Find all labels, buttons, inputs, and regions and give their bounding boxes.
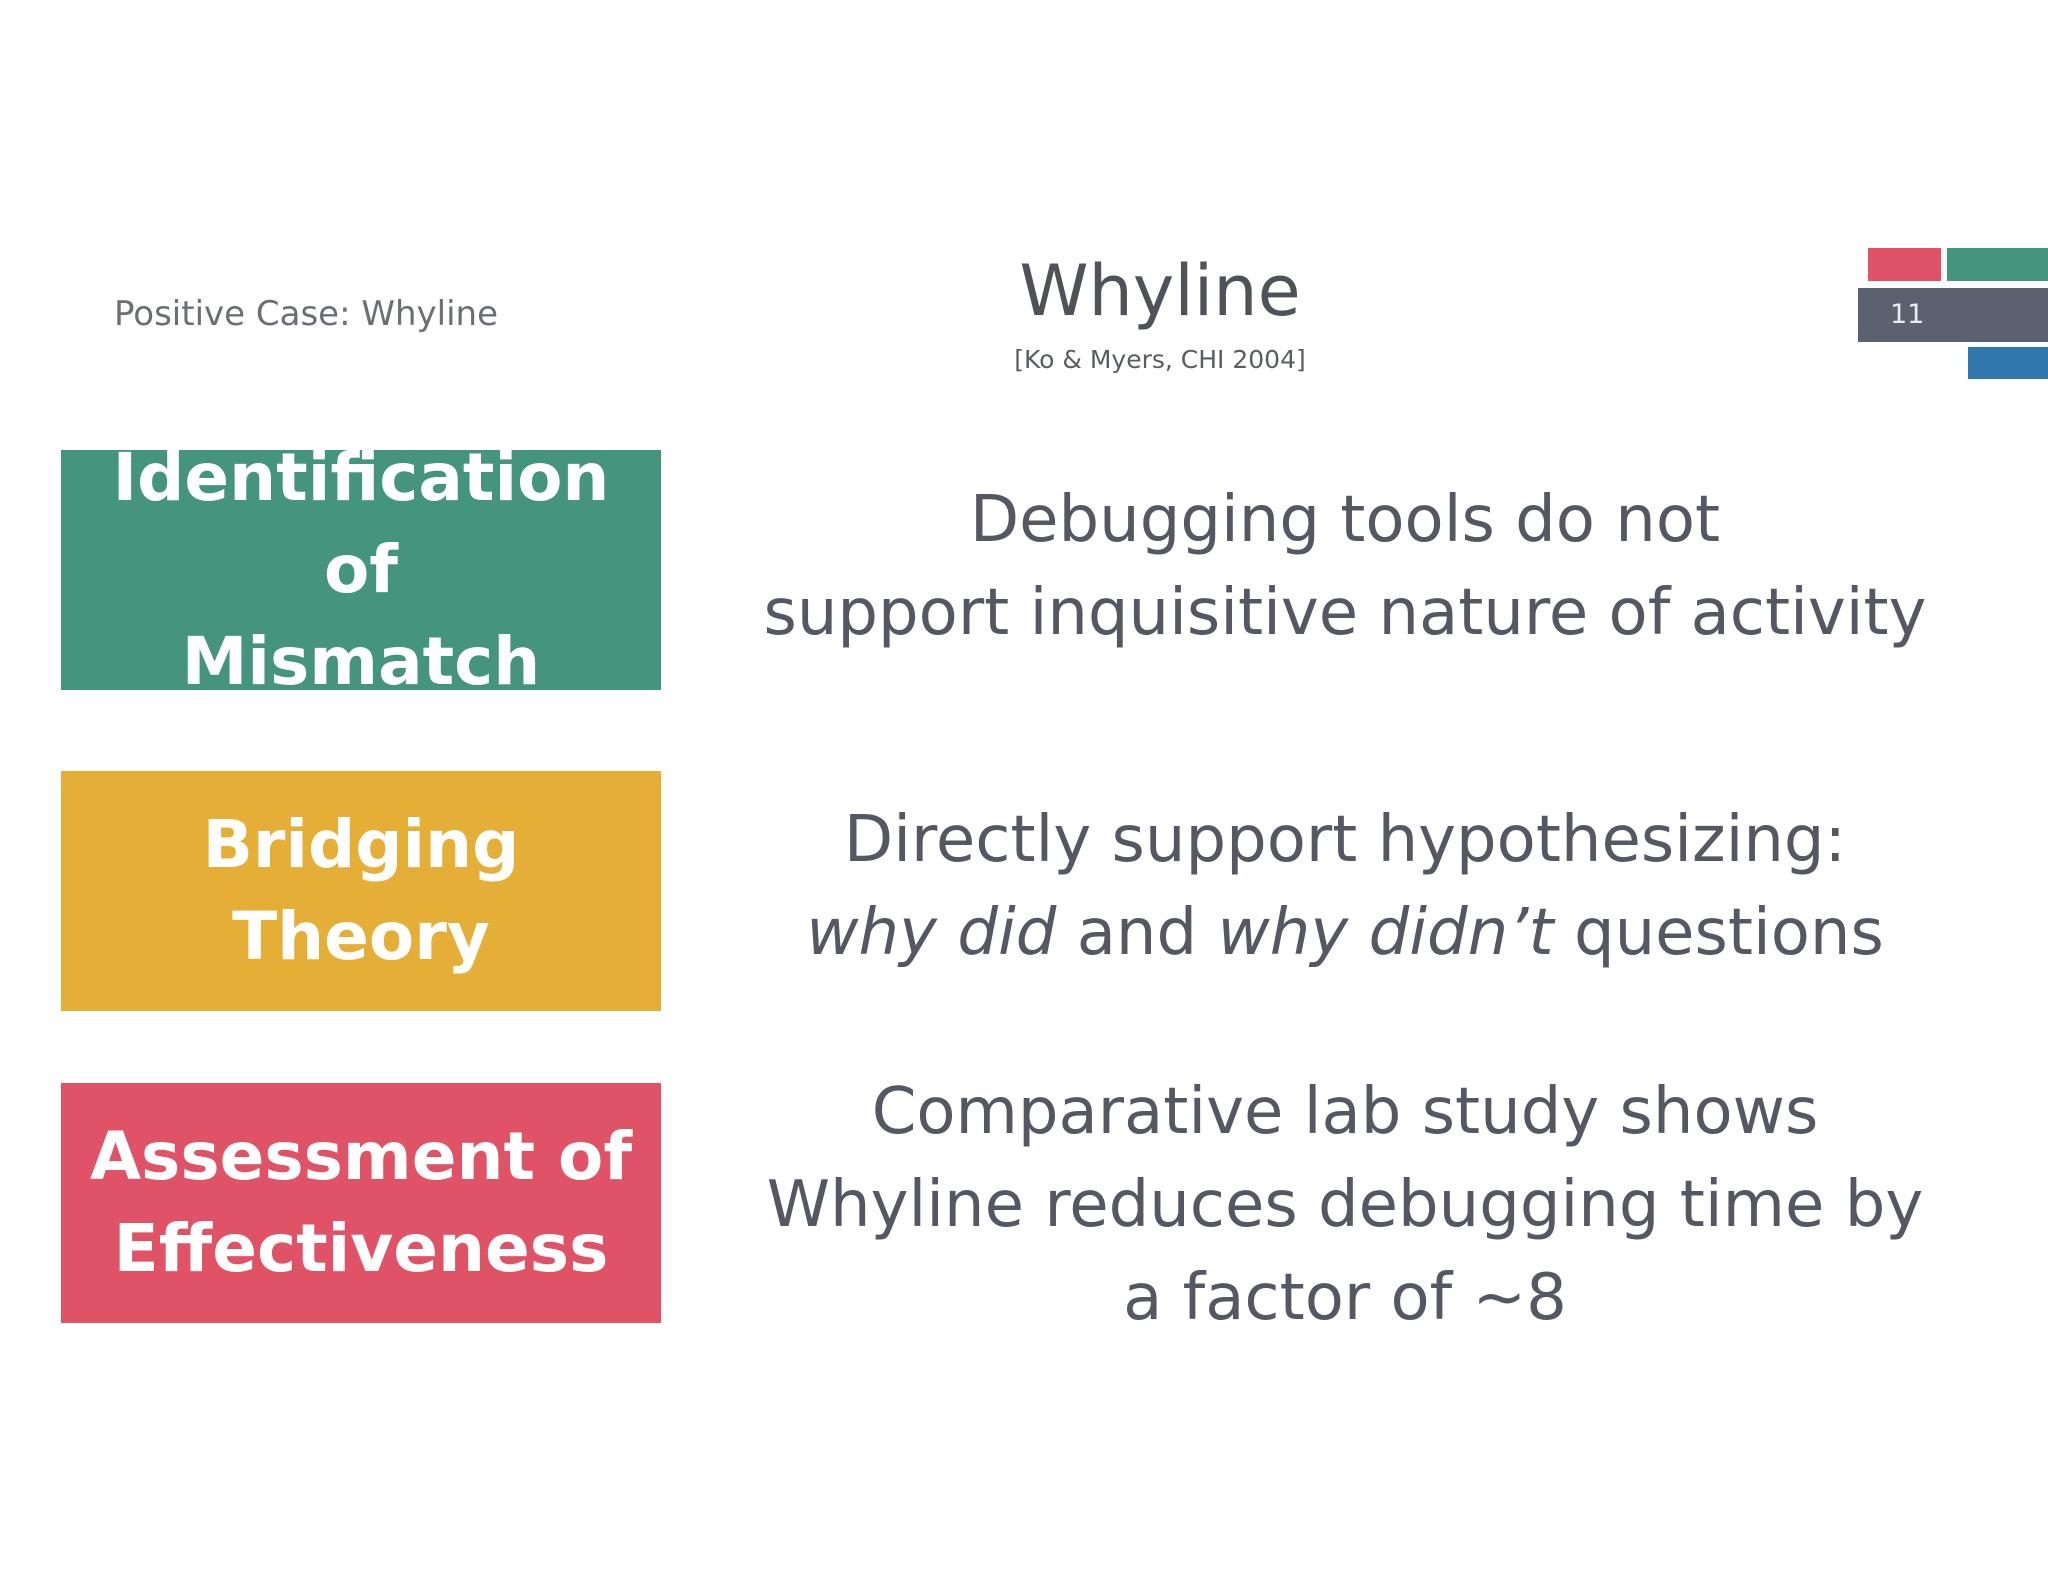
box-label-line: Bridging [202,806,520,883]
mismatch-description: Debugging tools do not support inquisiti… [720,474,1970,660]
box-label-line: Theory [232,898,490,975]
slide-citation: [Ko & Myers, CHI 2004] [1014,345,1306,374]
box-label-line: Mismatch [181,623,541,700]
description-tail: questions [1553,896,1884,970]
box-label-line: Identification of [112,439,610,608]
why-did-term: why did [806,896,1057,970]
slide-title: Whyline [1019,250,1301,332]
bridging-theory-box: Bridging Theory [61,771,661,1011]
decor-green-block [1947,248,2048,281]
bridging-theory-description: Directly support hypothesizing: why did … [720,794,1970,980]
decor-blue-block [1968,347,2048,379]
description-line: Whyline reduces debugging time by [766,1168,1924,1242]
description-line: support inquisitive nature of activity [763,576,1927,650]
description-line: why did and why didn’t questions [720,887,1970,980]
slide-number: 11 [1890,299,1925,330]
why-didnt-term: why didn’t [1217,896,1554,970]
section-label: Positive Case: Whyline [114,294,498,334]
assessment-of-effectiveness-box: Assessment of Effectiveness [61,1083,661,1323]
box-label-line: Effectiveness [113,1210,609,1287]
description-line: Comparative lab study shows [871,1075,1819,1149]
description-line: Debugging tools do not [969,483,1721,557]
box-label-line: Assessment of [89,1118,633,1195]
description-connector: and [1056,896,1218,970]
slide-number-badge: 11 [1858,288,2048,342]
decor-red-block [1868,248,1941,281]
effectiveness-description: Comparative lab study shows Whyline redu… [720,1066,1970,1345]
description-line: a factor of ~8 [1123,1261,1567,1335]
identification-of-mismatch-box: Identification of Mismatch [61,439,661,700]
description-line: Directly support hypothesizing: [843,803,1847,877]
